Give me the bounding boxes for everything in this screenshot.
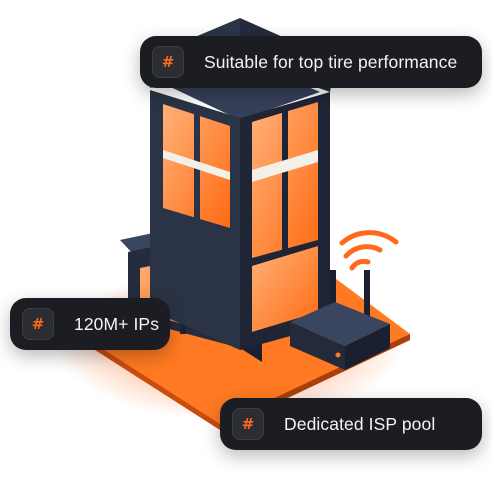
badge-isp-pool: # Dedicated ISP pool	[220, 398, 482, 450]
hash-icon: #	[22, 308, 54, 340]
hash-icon: #	[232, 408, 264, 440]
badge-label: 120M+ IPs	[74, 313, 160, 334]
badge-label: Suitable for top tire performance	[204, 51, 458, 72]
badge-top-performance: # Suitable for top tire performance	[140, 36, 482, 88]
wifi-signal	[339, 230, 399, 271]
badge-label: Dedicated ISP pool	[284, 413, 436, 434]
hash-icon: #	[152, 46, 184, 78]
router	[290, 270, 390, 370]
badge-ip-count: # 120M+ IPs	[10, 298, 170, 350]
